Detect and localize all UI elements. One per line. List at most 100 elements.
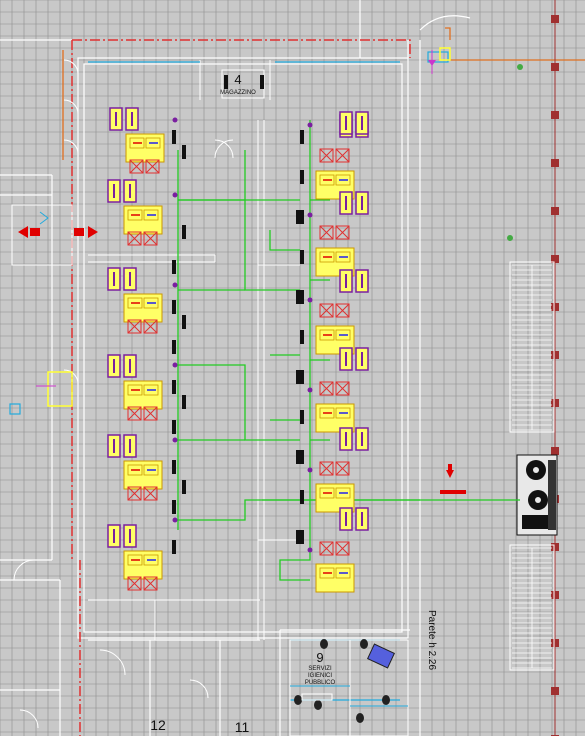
black-block [182, 145, 186, 159]
black-block [300, 450, 304, 464]
purple-dot [172, 517, 178, 523]
panel-pair [107, 179, 137, 203]
wall-height-note: Parete h 2.26 [426, 610, 437, 670]
station [315, 541, 355, 593]
column-marker [551, 159, 559, 167]
panel-pair [339, 191, 369, 215]
black-block [260, 75, 264, 89]
column-marker [551, 303, 559, 311]
column-marker [551, 111, 559, 119]
hvac-unit [516, 454, 558, 536]
station [123, 550, 163, 591]
black-block [300, 530, 304, 544]
purple-dot [172, 282, 178, 288]
station [315, 461, 355, 513]
room-11-number: 11 [235, 719, 250, 735]
black-block [300, 370, 304, 384]
purple-dot [172, 117, 178, 123]
column-marker [551, 255, 559, 263]
purple-dot [307, 547, 313, 553]
panel-pair [107, 354, 137, 378]
black-block [172, 130, 176, 144]
top-valve [428, 47, 451, 74]
orange-pipes [62, 27, 585, 160]
black-block [300, 170, 304, 184]
column-marker [551, 591, 559, 599]
panel-pair [107, 524, 137, 548]
green-pipes [177, 120, 520, 581]
column-marker [551, 687, 559, 695]
panel-pair [339, 111, 369, 135]
cross-box [335, 225, 350, 240]
column-marker [551, 639, 559, 647]
black-block [296, 370, 300, 384]
black-block [300, 490, 304, 504]
column-marker [551, 447, 559, 455]
perimeter-line [71, 39, 411, 736]
station [123, 380, 163, 421]
black-block [172, 500, 176, 514]
black-block [172, 540, 176, 554]
black-block [300, 410, 304, 424]
room-9-number: 9 [316, 650, 323, 665]
black-block [172, 460, 176, 474]
panel-pair [339, 427, 369, 451]
cross-box [335, 541, 350, 556]
interior-partitions [88, 60, 300, 640]
cross-box [127, 486, 142, 501]
column-marker [551, 15, 559, 23]
cross-box [127, 319, 142, 334]
station [125, 133, 165, 174]
black-block [172, 260, 176, 274]
panel-pair [107, 434, 137, 458]
column-marker [551, 207, 559, 215]
black-block [224, 75, 228, 89]
purple-dot [307, 297, 313, 303]
room-4-number: 4 [234, 72, 241, 87]
left-fitting [36, 371, 73, 407]
black-block [296, 210, 300, 224]
purple-dot [307, 212, 313, 218]
arrow-icon [18, 226, 28, 238]
green-pipe [279, 120, 311, 581]
cross-box [127, 231, 142, 246]
black-block [172, 380, 176, 394]
black-block [172, 420, 176, 434]
black-block [182, 315, 186, 329]
cross-box [319, 381, 334, 396]
black-block [172, 300, 176, 314]
green-pipe [244, 200, 300, 291]
panel-pair [339, 507, 369, 531]
cross-box [143, 406, 158, 421]
restroom-fixtures [289, 639, 409, 736]
column-marker [551, 351, 559, 359]
cross-box [143, 576, 158, 591]
cross-box [335, 381, 350, 396]
purple-dot [307, 387, 313, 393]
room-4-name: MAGAZZINO [220, 90, 256, 96]
room-12-number: 12 [150, 717, 166, 733]
cross-box [129, 159, 144, 174]
cross-box [335, 461, 350, 476]
purple-dot [307, 467, 313, 473]
stations [107, 107, 369, 593]
green-pipe [178, 364, 300, 441]
black-block [296, 290, 300, 304]
black-block [300, 250, 304, 264]
cross-box [319, 303, 334, 318]
black-block [182, 225, 186, 239]
panel-pair [339, 269, 369, 293]
cross-box [143, 231, 158, 246]
cross-box [127, 406, 142, 421]
black-block [300, 130, 304, 144]
door-swings [13, 59, 234, 729]
cross-box [127, 576, 142, 591]
purple-dot [172, 437, 178, 443]
station [123, 293, 163, 334]
right-stairs-upper [509, 261, 555, 433]
purple-dot [307, 122, 313, 128]
green-dot [507, 235, 513, 241]
room-9-line2: IGIENICI [308, 673, 332, 679]
black-blocks [172, 75, 304, 554]
purple-dot [172, 362, 178, 368]
